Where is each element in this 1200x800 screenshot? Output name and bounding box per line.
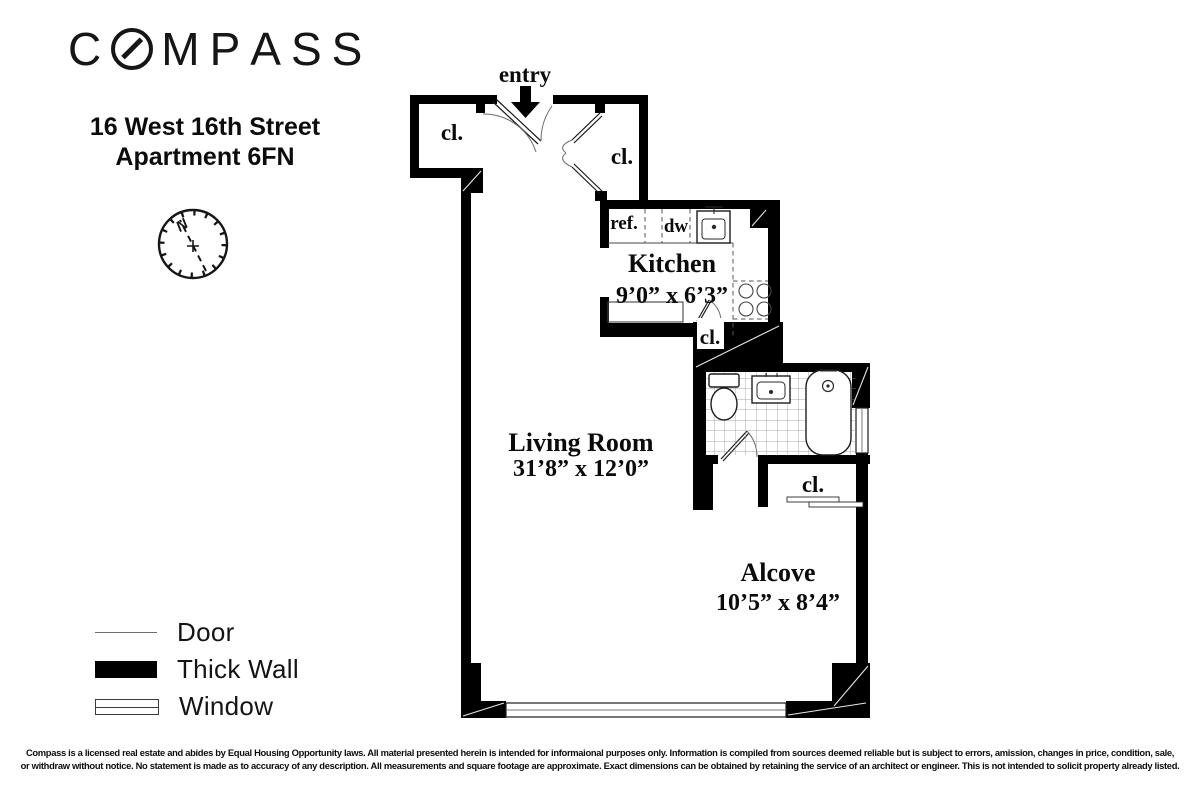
living-room-dims: 31’8” x 12’0” — [513, 456, 649, 482]
dishwasher-label: dw — [664, 216, 689, 237]
door-swatch-icon — [95, 632, 157, 633]
logo-letter: S — [331, 23, 365, 75]
bathroom-sink — [751, 373, 791, 404]
toilet-fixture — [708, 373, 740, 421]
legend-row-door: Door — [95, 614, 299, 651]
legend-window-label: Window — [179, 691, 274, 721]
legend-row-window: Window — [95, 688, 299, 725]
logo-letter: C — [68, 23, 104, 75]
compass-rose-icon: N — [157, 208, 229, 280]
bathtub-fixture — [805, 369, 852, 456]
logo-letter: A — [250, 23, 283, 75]
rose-circle — [157, 208, 229, 280]
entry-door — [492, 98, 553, 145]
address-line-1: 16 West 16th Street — [89, 113, 321, 141]
stove-burners — [738, 283, 772, 317]
kitchen-lower-counter — [607, 301, 684, 323]
logo-letter: M — [161, 23, 202, 75]
legend-row-thick-wall: Thick Wall — [95, 651, 299, 688]
bathroom-window — [855, 407, 869, 454]
legend-thick-wall-label: Thick Wall — [177, 654, 299, 684]
bathroom-fixtures — [706, 369, 856, 456]
legend: Door Thick Wall Window — [95, 614, 299, 725]
rose-center-cross — [187, 240, 199, 252]
north-needle — [179, 219, 207, 272]
disclaimer: Compass is a licensed real estate and ab… — [0, 747, 1200, 773]
compass-logo: C M P A S S — [68, 26, 364, 72]
alcove-closet-sliding-door — [786, 496, 864, 508]
kitchen-name: Kitchen — [628, 249, 717, 278]
alcove-closet-label: cl. — [802, 472, 824, 497]
logo-letter: S — [290, 23, 324, 75]
window-swatch-icon — [95, 698, 159, 715]
legend-door-label: Door — [177, 617, 235, 647]
logo-letter: P — [209, 23, 243, 75]
alcove-name: Alcove — [740, 558, 815, 587]
entry-label: entry — [499, 62, 552, 87]
foyer-left-closet-label: cl. — [441, 120, 463, 145]
kitchen-fixtures — [607, 206, 772, 336]
refrigerator-label: ref. — [610, 213, 638, 234]
kitchen-sink — [696, 206, 731, 244]
living-room-window — [505, 702, 787, 718]
label-layer: entry cl. cl. ref. dw Kitchen 9’0” x 6’3… — [441, 62, 840, 616]
thick-wall-swatch-icon — [95, 661, 157, 678]
wall-layer — [410, 95, 870, 718]
foyer-right-closet-bifold-door — [562, 112, 603, 195]
living-room-name: Living Room — [508, 428, 654, 457]
foyer-right-closet-label: cl. — [611, 144, 633, 169]
disclaimer-line-1: Compass is a licensed real estate and ab… — [25, 747, 1175, 758]
address-line-2: Apartment 6FN — [115, 143, 295, 171]
compass-needle-o-icon — [111, 28, 154, 70]
foyer-left-closet-door — [482, 113, 537, 153]
window-layer — [505, 407, 869, 718]
disclaimer-line-2: or withdraw without notice. No statement… — [20, 759, 1180, 771]
alcove-dims: 10’5” x 8’4” — [716, 590, 840, 616]
kitchen-closet-box — [697, 318, 724, 349]
kitchen-dims: 9’0” x 6’3” — [616, 283, 728, 309]
listing-address: 16 West 16th Street Apartment 6FN — [40, 112, 370, 172]
kitchen-closet-label: cl. — [700, 325, 720, 349]
rose-ticks — [159, 210, 227, 278]
entry-arrow-icon — [511, 86, 540, 118]
